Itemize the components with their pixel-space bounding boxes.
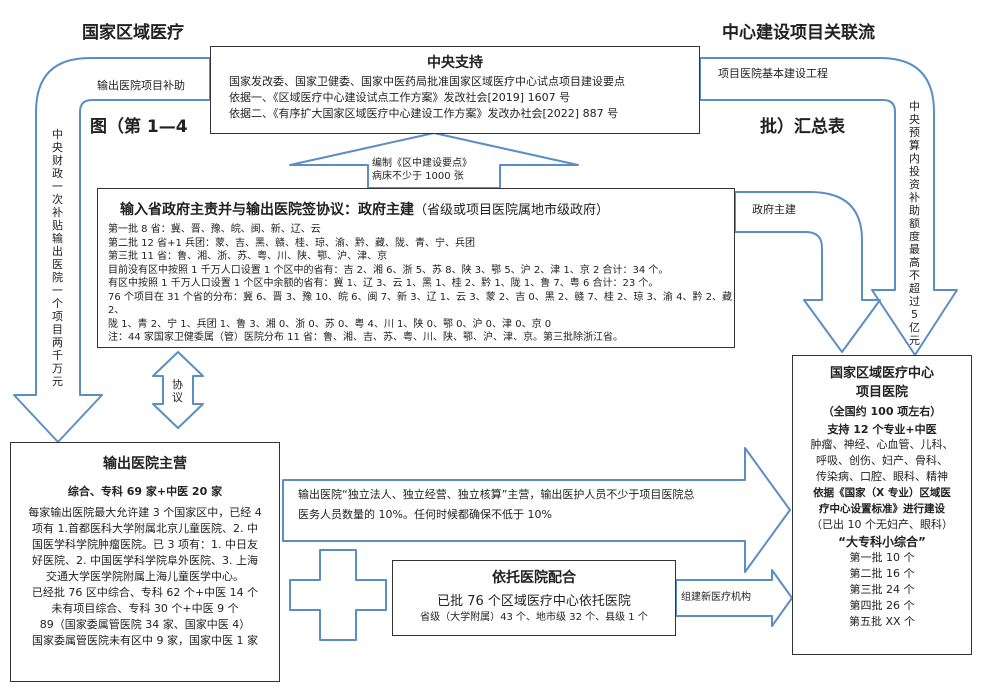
province-box: 输入省政府主责并与输出医院签协议：政府主建（省级或项目医院属地市级政府） 第一批… [97, 188, 735, 348]
depend-hospital-title: 依托医院配合 [492, 570, 576, 586]
province-line: 76 个项目在 31 个省的分布：冀 6、晋 3、豫 10、皖 6、闽 7、新 … [108, 291, 733, 317]
output-hospital-line: 已经批 76 区中综合、专科 62 个+中医 14 个 [31, 586, 259, 599]
regional-center-motto: “大专科小综合” [838, 535, 926, 549]
batch-item: 第二批 16 个 [849, 567, 915, 580]
batch-item: 第四批 26 个 [849, 599, 915, 612]
operation-line-2: 医务人员数量的 10%。任何时候都确保不低于 10% [298, 508, 552, 521]
depend-hospital-box: 依托医院配合 已批 76 个区域医疗中心依托医院 省级（大学附属）43 个、地市… [392, 560, 676, 636]
central-support-line-3: 依据二、《有序扩大国家区域医疗中心建设工作方案》发改办社会[2022] 887 … [229, 107, 619, 120]
output-hospital-line: 国家委属管医院未有区中 9 家，国家中医 1 家 [32, 634, 258, 647]
province-line: 注：44 家国家卫健委属（管）医院分布 11 省：鲁、湘、吉、苏、粤、川、陕、鄂… [108, 332, 623, 343]
output-hospital-box: 输出医院主营 综合、专科 69 家+中医 20 家 每家输出医院最大允许建 3 … [10, 442, 280, 682]
header-right-title: 中心建设项目关联流 [722, 23, 875, 43]
regional-center-spec-3: 传染病、口腔、眼科、精神 [816, 470, 948, 483]
regional-center-support: 支持 12 个专业+中医 [827, 423, 937, 436]
header-left-title: 国家区域医疗 [82, 23, 184, 43]
province-line: 第二批 12 省+1 兵团：蒙、吉、黑、赣、桂、琼、渝、黔、藏、陇、青、宁、兵团 [108, 237, 476, 249]
up-arrow [289, 132, 579, 189]
left-vertical-arrow-label: 中央财政一次补贴输出医院一个项目两千万元 [52, 128, 63, 388]
central-support-line-1: 国家发改委、国家卫健委、国家中医药局批准国家区域医疗中心试点项目建设要点 [229, 75, 625, 88]
central-support-title: 中央支持 [427, 55, 483, 71]
gov-lead-arrow-label: 政府主建 [752, 203, 796, 216]
new-org-arrow [675, 569, 793, 627]
header-sub-left: 图（第 1—4 [90, 117, 188, 137]
batch-item: 第三批 24 个 [849, 583, 915, 596]
batch-item: 第一批 10 个 [849, 551, 915, 564]
header-sub-right: 批）汇总表 [760, 117, 845, 137]
down-arrow-label-2: 病床不少于 1000 张 [372, 171, 464, 182]
output-hospital-subtitle: 综合、专科 69 家+中医 20 家 [67, 485, 223, 498]
output-hospital-line: 89（国家委属管医院 34 家、国家中医 4） [39, 618, 251, 631]
regional-center-title-2: 项目医院 [855, 385, 908, 400]
operation-arrow [282, 447, 791, 573]
left-curved-arrow [13, 57, 211, 443]
agreement-arrow-label: 协议 [172, 378, 183, 404]
province-line: 目前没有区中按照 1 千万人口设置 1 个区中的省有：吉 2、湘 6、浙 5、苏… [108, 264, 669, 276]
right-top-arrow-label: 项目医院基本建设工程 [718, 67, 828, 80]
province-line: 第三批 11 省：鲁、湘、浙、苏、粤、川、陕、鄂、沪、津、京 [108, 251, 388, 262]
output-hospital-line: 每家输出医院最大允许建 3 个国家区中，已经 4 [28, 506, 262, 519]
gov-lead-arrow [734, 191, 881, 353]
output-hospital-line: 项有 1.首都医科大学附属北京儿童医院、2. 中 [32, 522, 258, 535]
regional-center-basis-1: 依据《国家（X 专业）区域医 [813, 487, 951, 499]
central-support-box: 中央支持 国家发改委、国家卫健委、国家中医药局批准国家区域医疗中心试点项目建设要… [210, 46, 700, 134]
operation-line-1: 输出医院“独立法人、独立经营、独立核算”主营，输出医护人员不少于项目医院总 [298, 488, 695, 501]
province-title-note: （省级或项目医院属地市级政府） [414, 203, 610, 218]
new-org-arrow-label: 组建新医疗机构 [681, 592, 751, 603]
left-top-arrow-label: 输出医院项目补助 [97, 79, 185, 92]
province-line: 第一批 8 省：冀、晋、豫、皖、闽、新、辽、云 [108, 224, 321, 235]
regional-center-count: （全国约 100 项左右） [822, 405, 942, 418]
output-hospital-line: 交通大学医学院附属上海儿童医学中心。 [46, 570, 244, 583]
output-hospital-lines: 每家输出医院最大允许建 3 个国家区中，已经 4 项有 1.首都医科大学附属北京儿… [11, 505, 279, 649]
regional-center-spec-2: 呼吸、创伤、妇产、骨科、 [816, 454, 948, 467]
output-hospital-line: 未有项目综合、专科 30 个+中医 9 个 [51, 602, 239, 615]
central-support-line-2: 依据一、《区域医疗中心建设试点工作方案》发改社会[2019] 1607 号 [229, 91, 571, 104]
operation-text: 输出医院“独立法人、独立经营、独立核算”主营，输出医护人员不少于项目医院总 医务… [298, 487, 743, 523]
regional-center-basis-2: 疗中心设置标准》进行建设 [819, 503, 945, 515]
regional-center-title-1: 国家区域医疗中心 [829, 366, 934, 381]
depend-hospital-line-1: 已批 76 个区域医疗中心依托医院 [437, 594, 631, 609]
regional-center-batches: 第一批 10 个第二批 16 个第三批 24 个第四批 26 个第五批 XX 个 [793, 550, 971, 630]
regional-center-spec-1: 肿瘤、神经、心血管、儿科、 [810, 438, 954, 451]
right-vertical-arrow-label: 中央预算内投资补助额度最高不超过 5 亿元 [909, 100, 920, 347]
province-title: 输入省政府主责并与输出医院签协议：政府主建 [120, 202, 414, 218]
output-hospital-line: 国医学科学院肿瘤医院。已 3 项有：1. 中日友 [32, 538, 258, 551]
right-curved-arrow [699, 57, 958, 356]
regional-center-box: 国家区域医疗中心 项目医院 （全国约 100 项左右） 支持 12 个专业+中医… [792, 355, 972, 655]
province-lines: 第一批 8 省：冀、晋、豫、皖、闽、新、辽、云第二批 12 省+1 兵团：蒙、吉… [98, 223, 734, 345]
down-arrow-label-1: 编制《区中建设要点》 [372, 158, 472, 169]
batch-item: 第五批 XX 个 [848, 615, 916, 628]
province-line: 有区中按照 1 千万人口设置 1 个区中余额的省有：冀 1、辽 3、云 1、黑 … [108, 278, 659, 289]
depend-hospital-line-2: 省级（大学附属）43 个、地市级 32 个、县级 1 个 [420, 612, 648, 623]
plus-sign [289, 549, 387, 641]
agreement-arrow [152, 351, 204, 429]
province-line: 陇 1、青 2、宁 1、兵团 1、鲁 3、湘 0、浙 0、苏 0、粤 4、川 1… [108, 318, 552, 330]
output-hospital-line: 好医院、2. 中国医学科学院阜外医院、3. 上海 [32, 554, 258, 567]
output-hospital-title: 输出医院主营 [103, 456, 187, 472]
regional-center-note: （已出 10 个无妇产、眼科） [811, 518, 953, 531]
